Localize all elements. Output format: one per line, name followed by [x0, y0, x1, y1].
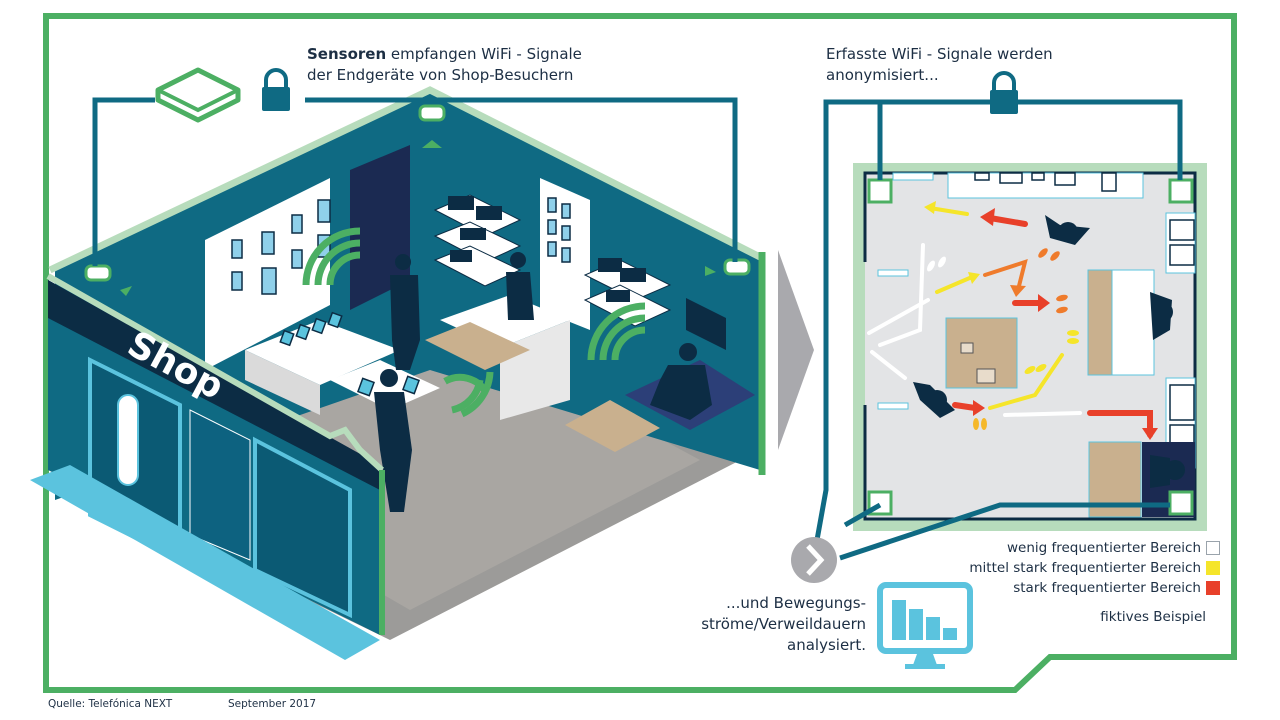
- chevron-right-icon: [791, 537, 837, 583]
- wifi-signal-icon: [302, 227, 646, 418]
- source-label: Quelle: Telefónica NEXT: [48, 698, 173, 710]
- legend-label: stark frequentierter Bereich: [1013, 580, 1201, 596]
- legend-label: wenig frequentierter Bereich: [1006, 540, 1201, 556]
- date-label: September 2017: [228, 698, 317, 710]
- frame-border: [43, 13, 1237, 693]
- transition-arrow-icon: [778, 250, 814, 450]
- legend-item: wenig frequentierter Bereich: [969, 538, 1220, 558]
- fictional-note: fiktives Beispiel: [1100, 609, 1206, 625]
- sensor-caption-rest: empfangen WiFi - Signale: [386, 45, 582, 63]
- analysis-line3: analysiert.: [787, 636, 866, 654]
- legend-item: stark frequentierter Bereich: [969, 578, 1220, 598]
- sensor-caption-bold: Sensoren: [307, 45, 387, 63]
- lock-icon: [262, 68, 290, 111]
- sensor-caption: Sensoren empfangen WiFi - Signale der En…: [307, 44, 582, 86]
- anonymize-caption-line1: Erfasste WiFi - Signale werden: [826, 45, 1053, 63]
- movement-arrows: [867, 201, 1158, 440]
- legend-swatch-high: [1206, 581, 1220, 595]
- lock-icon: [990, 71, 1018, 114]
- legend-label: mittel stark frequentierter Bereich: [969, 560, 1201, 576]
- sensor-node-icon: [867, 178, 1194, 516]
- floor-plan: [853, 163, 1207, 531]
- legend-swatch-low: [1206, 541, 1220, 555]
- shop-illustration: Shop: [30, 86, 766, 660]
- legend-swatch-medium: [1206, 561, 1220, 575]
- analysis-line1: ...und Bewegungs-: [726, 594, 866, 612]
- anonymize-caption: Erfasste WiFi - Signale werden anonymisi…: [826, 44, 1053, 86]
- monitor-chart-icon: [877, 582, 973, 669]
- analysis-line2: ströme/Verweildauern: [701, 615, 866, 633]
- sensor-icon: [84, 104, 751, 296]
- legend: wenig frequentierter Bereich mittel star…: [969, 538, 1220, 598]
- anonymize-caption-line2: anonymisiert...: [826, 66, 939, 84]
- legend-item: mittel stark frequentierter Bereich: [969, 558, 1220, 578]
- sensor-caption-line2: der Endgeräte von Shop-Besuchern: [307, 66, 574, 84]
- analysis-caption: ...und Bewegungs- ströme/Verweildauern a…: [690, 593, 866, 656]
- sensor-big-icon: [155, 67, 241, 123]
